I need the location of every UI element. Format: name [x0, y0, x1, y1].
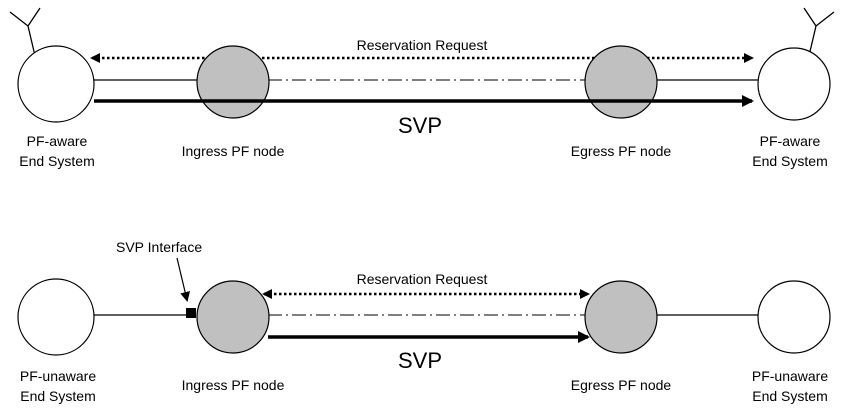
end-system-right-label-2: End System: [752, 388, 827, 404]
ingress-pf-node-label: Ingress PF node: [182, 377, 285, 393]
ingress-pf-node: [196, 280, 270, 354]
egress-pf-node-label: Egress PF node: [571, 377, 672, 393]
svp-interface-marker: [186, 308, 196, 318]
egress-pf-node-label: Egress PF node: [571, 143, 672, 159]
svp-label: SVP: [398, 113, 442, 138]
svp-interface-label: SVP Interface: [116, 239, 202, 255]
end-system-left-label-1: PF-aware: [27, 133, 88, 149]
reservation-request-label: Reservation Request: [357, 271, 488, 287]
ingress-pf-node-label: Ingress PF node: [182, 143, 285, 159]
end-system-right-label-1: PF-unaware: [752, 368, 828, 384]
reservation-request-label: Reservation Request: [357, 37, 488, 53]
end-system-right-label-2: End System: [752, 153, 827, 169]
end-system-left-label-2: End System: [19, 153, 94, 169]
ingress-pf-node: [196, 45, 270, 119]
egress-pf-node: [584, 45, 658, 119]
end-system-right-label-1: PF-aware: [760, 133, 821, 149]
end-system-left-label-1: PF-unaware: [20, 368, 96, 384]
end-system-right: [757, 280, 831, 354]
svp-label: SVP: [398, 348, 442, 373]
end-system-left: [17, 278, 95, 356]
egress-pf-node: [584, 280, 658, 354]
svp-interface-pointer-arrow: [176, 257, 191, 302]
bottom-scenario: SVP Interface Reservation Request SVP PF…: [17, 239, 831, 404]
end-system-left-label-2: End System: [20, 388, 95, 404]
end-system-left: [17, 45, 95, 123]
top-scenario: Reservation Request SVP PF-aware End Sys…: [9, 7, 835, 169]
end-system-right: [757, 47, 831, 121]
